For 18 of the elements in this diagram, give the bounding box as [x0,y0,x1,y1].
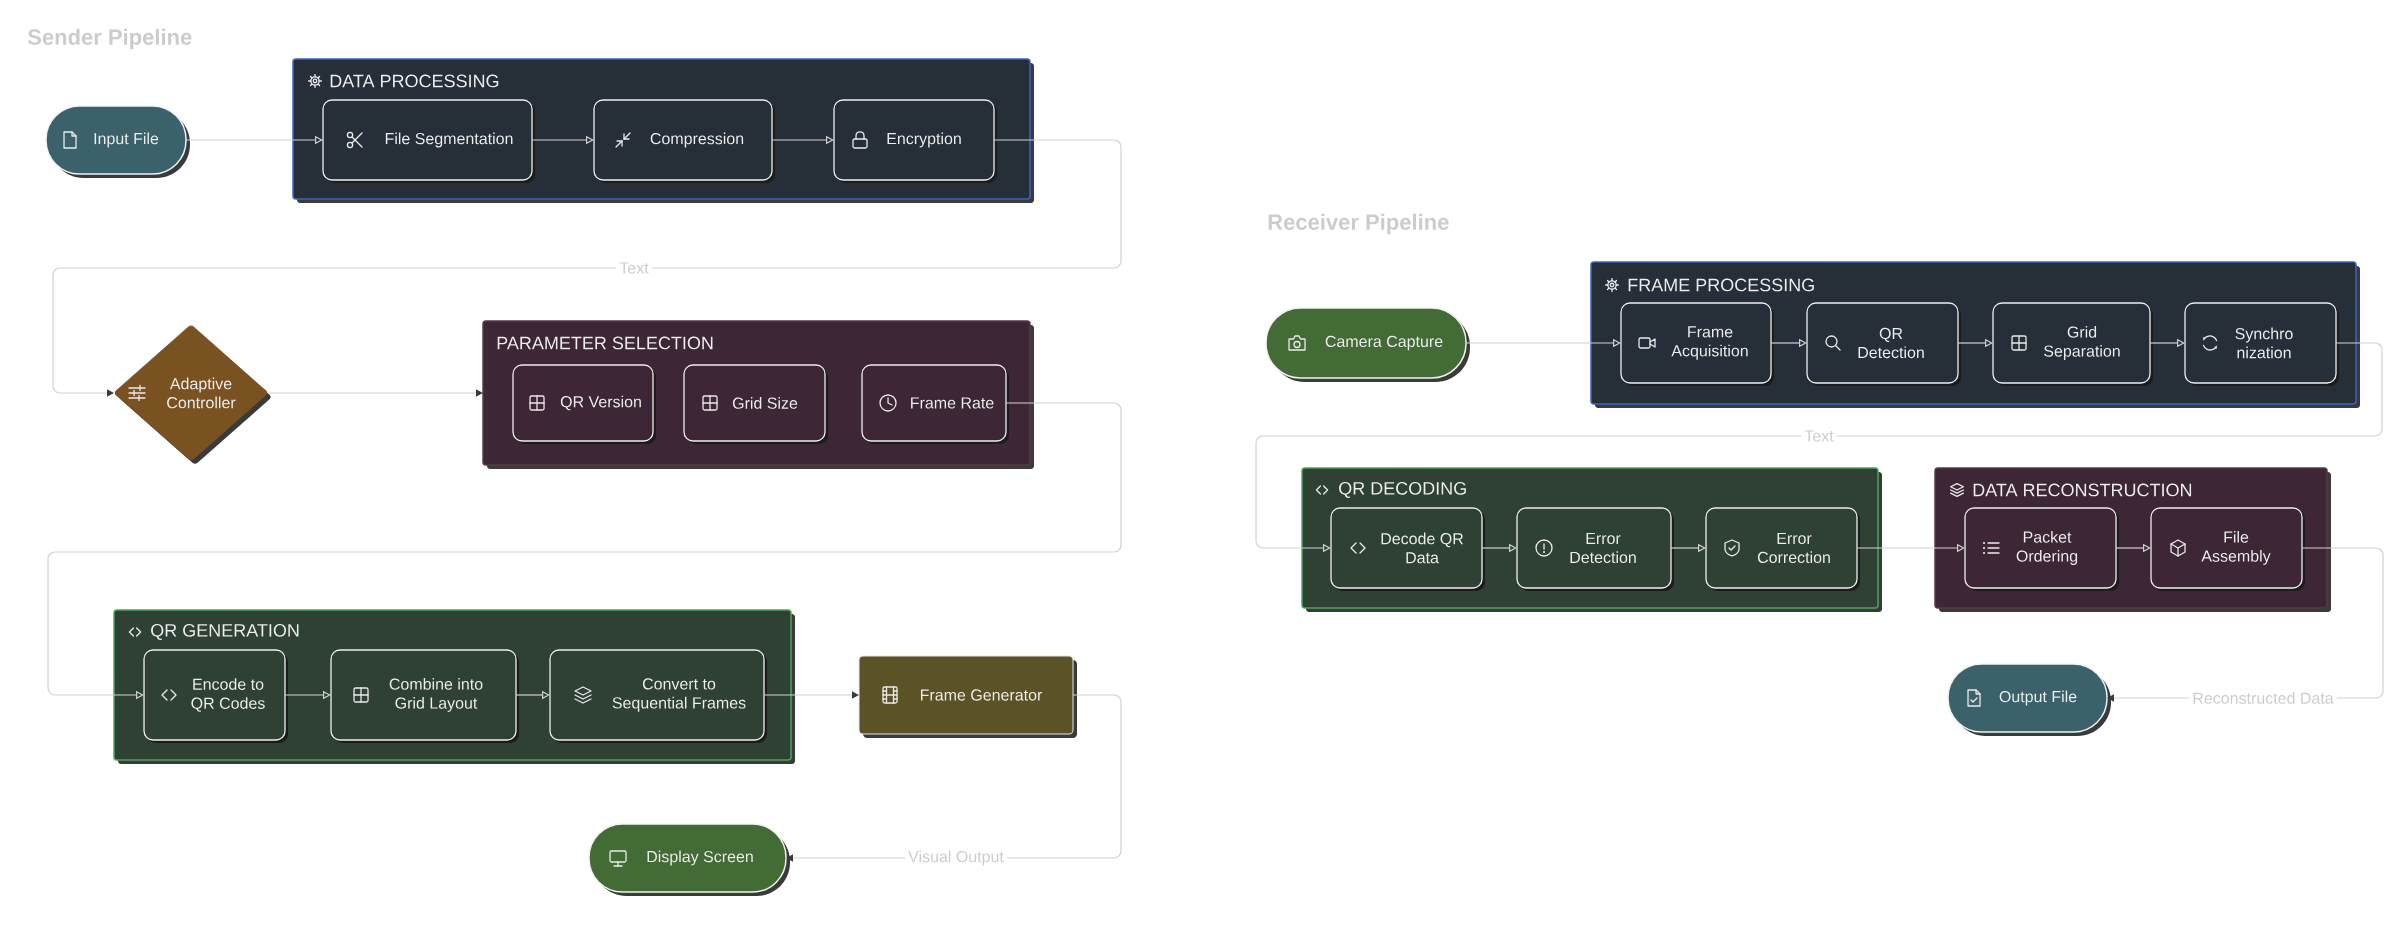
process-box: Convert to Sequential Frames [549,649,767,743]
arrow [763,691,859,699]
process-box: Frame Generator [858,655,1077,738]
terminal-pill: Input File [45,105,190,178]
process-box: Synchro nization [2184,302,2339,386]
arrow [267,389,483,397]
process-box: QR Detection [1806,302,1961,386]
process-box: Combine into Grid Layout [330,649,519,743]
arrow [52,139,1122,397]
process-box: Encode to QR Codes [143,649,288,743]
process-box: QR Version [512,364,656,444]
terminal-pill: Camera Capture [1265,307,1470,382]
process-box: Frame Acquisition [1620,302,1774,386]
terminal-pill: Output File [1947,663,2111,736]
terminal-pill: Display Screen [588,823,790,896]
process-box: Frame Rate [861,364,1009,444]
process-box: Grid Separation [1992,302,2153,386]
process-box: Grid Size [683,364,828,444]
